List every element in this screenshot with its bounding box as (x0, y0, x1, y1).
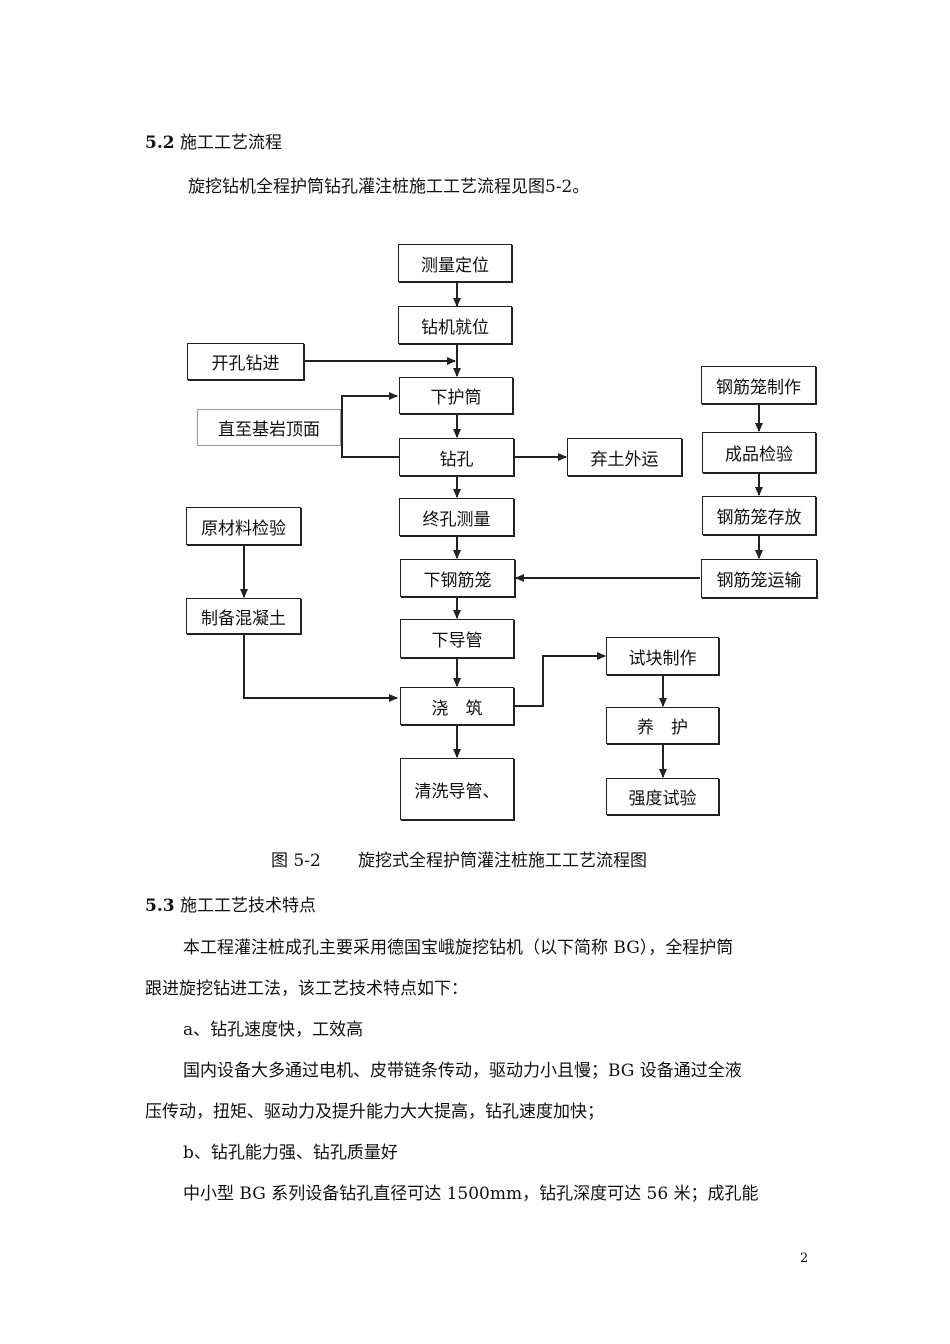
flow-box-clean: 清洗导管、 (400, 758, 514, 820)
section-52-title: 施工工艺流程 (179, 133, 282, 153)
flow-box-rig: 钻机就位 (398, 306, 512, 344)
section-53-title: 施工工艺技术特点 (179, 896, 316, 916)
flow-box-spoil: 弃土外运 (567, 438, 682, 476)
flow-box-measure: 测量定位 (398, 244, 512, 282)
paragraph-3-line-1: 中小型 BG 系列设备钻孔直径可达 1500mm，钻孔深度可达 56 米；成孔能 (183, 1184, 759, 1204)
flow-box-concrete: 制备混凝土 (186, 598, 301, 634)
flow-box-pipe: 下导管 (400, 619, 514, 658)
paragraph-1-line-1: 本工程灌注桩成孔主要采用德国宝峨旋挖钻机（以下简称 BG），全程护筒 (183, 938, 734, 958)
list-item-a: a、钻孔速度快，工效高 (183, 1020, 364, 1040)
flow-box-transport: 钢筋笼运输 (701, 559, 817, 598)
figure-caption-number: 图 5-2 (271, 851, 321, 871)
flow-box-open-hole: 开孔钻进 (187, 343, 304, 380)
flow-box-pour: 浇 筑 (400, 687, 514, 725)
paragraph-2-line-2: 压传动，扭矩、驱动力及提升能力大大提高，钻孔速度加快； (145, 1102, 604, 1122)
figure-caption-text: 旋挖式全程护筒灌注桩施工工艺流程图 (358, 851, 647, 871)
flow-box-final-measure: 终孔测量 (399, 498, 514, 536)
section-52-heading: 5.2 施工工艺流程 (145, 128, 282, 153)
list-item-b: b、钻孔能力强、钻孔质量好 (183, 1143, 398, 1163)
flow-box-cage-make: 钢筋笼制作 (701, 366, 816, 404)
flow-box-specimen: 试块制作 (606, 637, 719, 675)
page-number: 2 (800, 1251, 809, 1266)
flow-box-casing: 下护筒 (399, 377, 513, 414)
flow-box-strength: 强度试验 (606, 778, 719, 815)
flow-box-store: 钢筋笼存放 (702, 496, 816, 535)
flow-box-cure: 养 护 (606, 707, 719, 744)
intro-text: 旋挖钻机全程护筒钻孔灌注桩施工工艺流程见图5-2。 (188, 177, 590, 197)
paragraph-2-line-1: 国内设备大多通过电机、皮带链条传动，驱动力小且慢；BG 设备通过全液 (183, 1061, 742, 1081)
section-52-number: 5.2 (145, 133, 175, 153)
section-53-heading: 5.3 施工工艺技术特点 (145, 891, 316, 916)
flow-box-bedrock: 直至基岩顶面 (197, 409, 341, 446)
paragraph-1-line-2: 跟进旋挖钻进工法，该工艺技术特点如下： (145, 979, 468, 999)
flow-box-cage: 下钢筋笼 (400, 559, 515, 597)
flow-box-raw: 原材料检验 (186, 507, 301, 545)
flow-box-drill: 钻孔 (399, 438, 514, 476)
flow-box-inspect: 成品检验 (702, 432, 816, 473)
section-53-number: 5.3 (145, 896, 175, 916)
